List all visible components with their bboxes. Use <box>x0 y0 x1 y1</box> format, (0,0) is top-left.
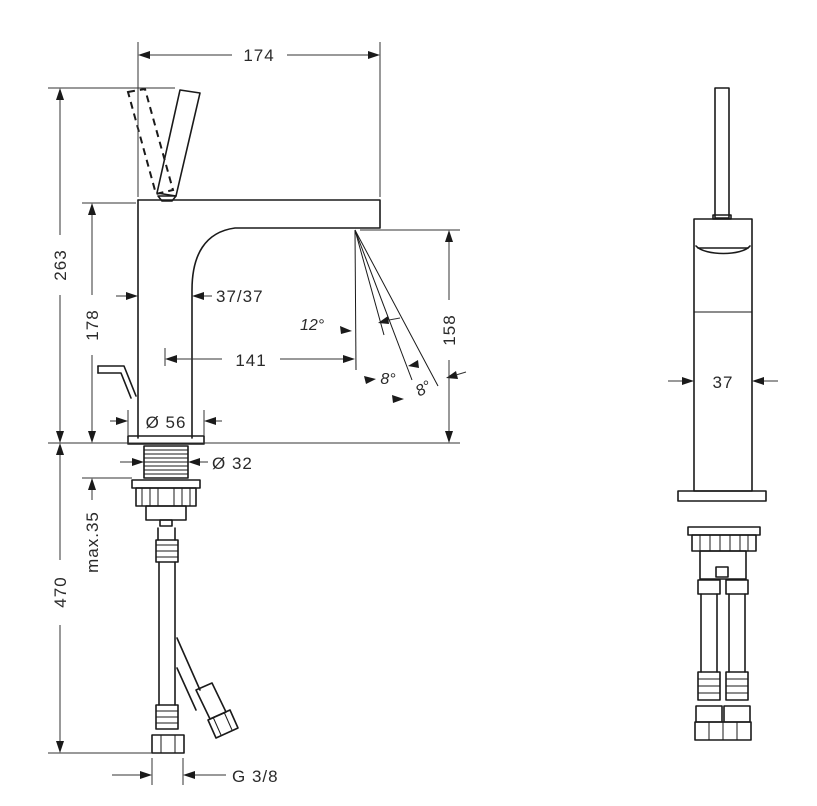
dim-spout-section: 37/37 <box>216 287 264 306</box>
dim-width-top: 174 <box>243 46 274 65</box>
dimensions-side: 37 <box>668 373 778 392</box>
lever-handle <box>156 89 201 197</box>
dim-angle-a: 8° <box>380 371 396 388</box>
side-view <box>677 87 767 741</box>
pop-up-rod <box>97 365 137 399</box>
dim-max-thickness: max.35 <box>83 511 102 573</box>
dim-height-spout: 178 <box>83 309 102 340</box>
dim-shank-diameter: Ø 32 <box>212 454 253 473</box>
threaded-shank <box>143 445 189 479</box>
side-body <box>693 218 753 492</box>
front-view <box>97 87 439 754</box>
dim-reach: 141 <box>235 351 266 370</box>
dim-base-diameter: Ø 56 <box>146 413 187 432</box>
faucet-body-outline <box>137 199 381 439</box>
base-plate <box>127 435 205 445</box>
supply-hoses <box>151 527 239 754</box>
dim-outlet-height: 158 <box>440 314 459 345</box>
dim-hose-length: 470 <box>51 576 70 607</box>
mounting-nut <box>131 479 201 527</box>
lever-handle-alt-position <box>126 87 175 196</box>
dimensions-front: 174 263 178 37/37 141 12° <box>48 42 467 786</box>
lever-pivot <box>157 195 177 202</box>
dim-height-total: 263 <box>51 249 70 280</box>
dim-angle-spray: 12° <box>300 317 325 334</box>
dim-connection: G 3/8 <box>232 767 279 786</box>
spray-pattern <box>354 229 439 387</box>
side-base-plate <box>677 490 767 502</box>
dim-angle-b: 8° <box>413 378 435 401</box>
dim-side-width: 37 <box>713 373 734 392</box>
side-lever <box>714 87 730 219</box>
side-spout-outlet <box>695 245 751 255</box>
